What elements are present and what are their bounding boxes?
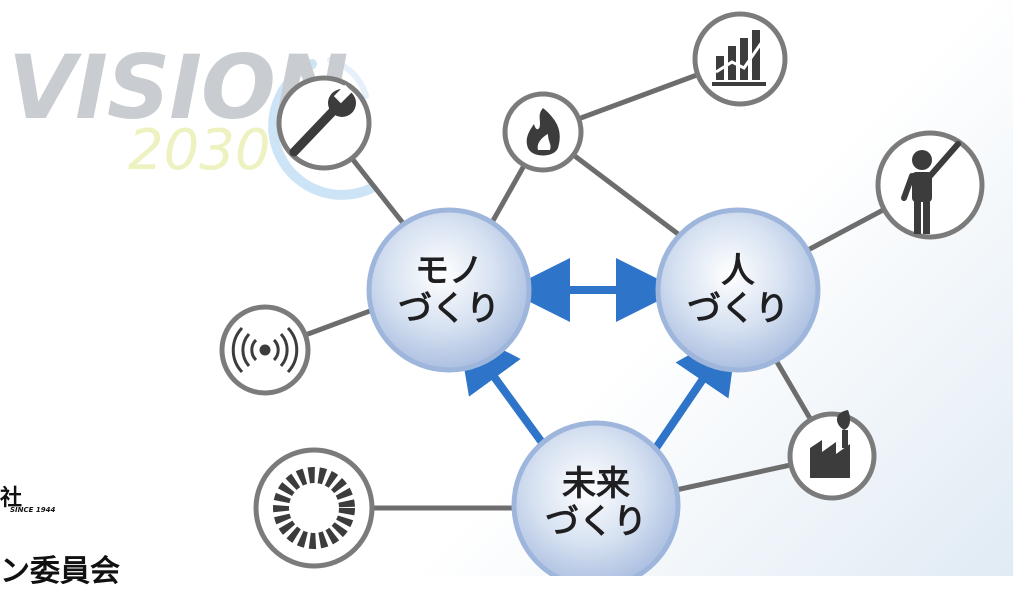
hub-mirai-line1: 未来 [562,464,630,504]
wrench-icon [289,84,356,157]
hub-mono-line2: づくり [398,289,500,329]
hub-mono [366,207,532,373]
hub-circles [366,207,821,576]
gear-ring-icon [273,467,355,549]
network-diagram [219,11,985,576]
hub-mono-line1: モノ [415,251,483,291]
committee-name-fragment: ン委員会 [0,554,120,589]
company-name-fragment: 社 [0,486,23,511]
hub-hito-line2: づくり [687,289,789,329]
hub-hito-line1: 人 [721,251,755,291]
hub-mirai-label: 未来 づくり [521,465,671,541]
hub-mono-label: モノ づくり [374,252,524,328]
wireless-signal-icon [231,326,299,374]
blue-arrows [457,258,739,451]
factory-leaf-icon [810,410,851,478]
person-icon [901,141,961,234]
bar-chart-icon [712,30,766,86]
arrow-mirai-mono [457,326,550,451]
hub-mirai-line2: づくり [545,502,647,542]
hub-mirai [511,420,681,576]
arrow-mirai-hito [652,327,739,451]
logo-ring-swoosh [268,57,377,200]
flame-icon [526,108,560,156]
vision-year: 2030 [128,118,271,183]
hub-hito [655,207,821,373]
since-text: SINCE 1944 [10,506,56,514]
hub-hito-label: 人 づくり [663,252,813,328]
